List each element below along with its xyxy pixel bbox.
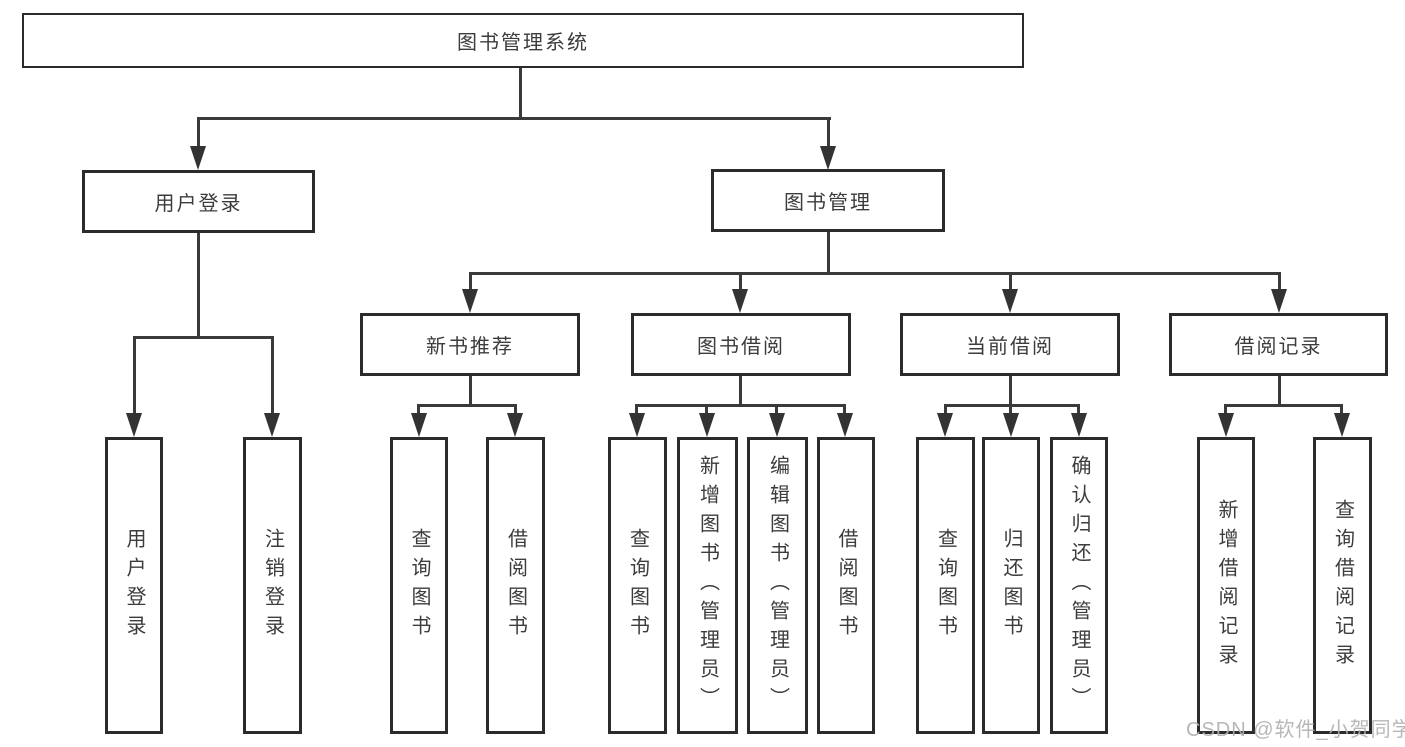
arrowhead-down-icon: [462, 289, 478, 313]
node-user-login-leaf: 用户登录: [105, 437, 163, 734]
node-logout-login-leaf: 注销登录: [243, 437, 302, 734]
node-confirm-return-admin-leaf: 确认归还（管理员）: [1050, 437, 1108, 734]
connector-stub: [635, 404, 638, 413]
connector-stub-user-login: [197, 117, 200, 147]
arrowhead-down-icon: [126, 413, 142, 437]
arrowhead-down-icon: [411, 413, 427, 437]
node-book-management: 图书管理: [711, 169, 945, 232]
node-borrow-books-leaf: 借阅图书: [817, 437, 875, 734]
arrowhead-down-icon: [699, 413, 715, 437]
connector-stub: [469, 272, 472, 289]
connector-hbar: [1224, 404, 1343, 407]
node-query-books-leaf: 查询图书: [916, 437, 975, 734]
node-new-book-recommendation: 新书推荐: [360, 313, 580, 376]
csdn-watermark: CSDN @软件_小贺同学: [1186, 719, 1405, 741]
connector-stub: [739, 272, 742, 289]
arrowhead-down-icon: [769, 413, 785, 437]
connector-trunk: [739, 376, 742, 405]
connector-book-trunk: [827, 232, 830, 273]
arrowhead-down-icon: [629, 413, 645, 437]
node-add-borrow-record-leaf: 新增借阅记录: [1197, 437, 1255, 734]
node-query-borrow-record-leaf: 查询借阅记录: [1313, 437, 1372, 734]
arrowhead-down-icon: [1071, 413, 1087, 437]
arrowhead-down-icon: [820, 146, 836, 170]
connector-stub: [133, 336, 136, 414]
arrowhead-down-icon: [507, 413, 523, 437]
arrowhead-down-icon: [837, 413, 853, 437]
connector-hbar: [635, 404, 846, 407]
node-book-borrowing: 图书借阅: [631, 313, 851, 376]
connector-stub: [1009, 272, 1012, 289]
arrowhead-down-icon: [1334, 413, 1350, 437]
connector-book-hbar: [469, 272, 1281, 275]
connector-stub: [417, 404, 420, 413]
connector-trunk: [469, 376, 472, 405]
node-edit-book-admin-leaf: 编辑图书（管理员）: [747, 437, 808, 734]
arrowhead-down-icon: [1218, 413, 1234, 437]
node-current-borrowing: 当前借阅: [900, 313, 1120, 376]
arrowhead-down-icon: [937, 413, 953, 437]
connector-stub: [1224, 404, 1227, 413]
arrowhead-down-icon: [1003, 413, 1019, 437]
node-query-books-leaf: 查询图书: [390, 437, 448, 734]
connector-root-trunk: [519, 68, 522, 118]
arrowhead-down-icon: [732, 289, 748, 313]
connector-stub: [1340, 404, 1343, 413]
node-user-login: 用户登录: [82, 170, 315, 233]
node-return-books-leaf: 归还图书: [982, 437, 1040, 734]
node-borrow-books-leaf: 借阅图书: [486, 437, 545, 734]
node-library-management-system: 图书管理系统: [22, 13, 1024, 68]
connector-hbar: [417, 404, 517, 407]
connector-root-hbar: [197, 117, 831, 120]
connector-stub: [1278, 272, 1281, 289]
connector-stub: [1009, 404, 1012, 413]
arrowhead-down-icon: [190, 146, 206, 170]
connector-hbar: [944, 404, 1080, 407]
connector-trunk: [1278, 376, 1281, 405]
connector-stub: [514, 404, 517, 413]
connector-stub: [944, 404, 947, 413]
connector-stub: [843, 404, 846, 413]
connector-stub: [271, 336, 274, 414]
arrowhead-down-icon: [1271, 289, 1287, 313]
connector-stub: [1077, 404, 1080, 413]
connector-stub: [705, 404, 708, 413]
connector-stub: [775, 404, 778, 413]
connector-trunk: [1009, 376, 1012, 405]
connector-stub-book-management: [827, 117, 830, 147]
connector-user-hbar: [133, 336, 274, 339]
arrowhead-down-icon: [1002, 289, 1018, 313]
node-query-books-leaf: 查询图书: [608, 437, 667, 734]
arrowhead-down-icon: [264, 413, 280, 437]
node-add-book-admin-leaf: 新增图书（管理员）: [677, 437, 738, 734]
connector-user-trunk: [197, 233, 200, 337]
node-borrowing-records: 借阅记录: [1169, 313, 1388, 376]
